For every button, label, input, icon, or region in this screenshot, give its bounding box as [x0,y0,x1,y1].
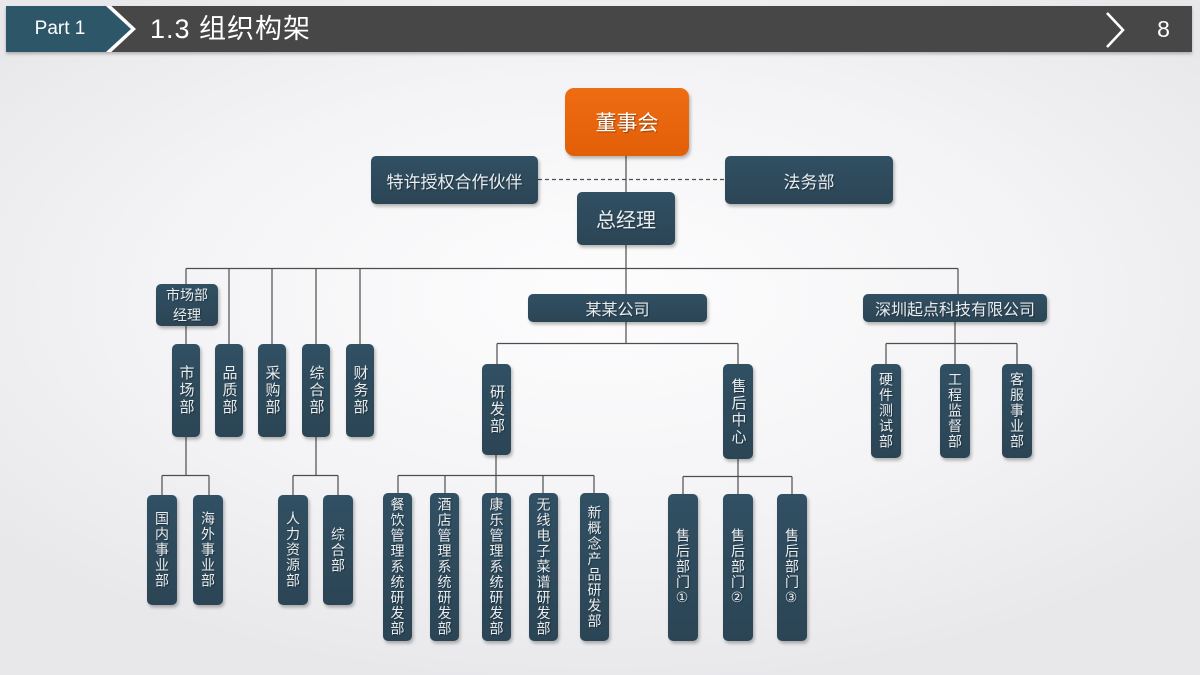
chevron-right-icon [1106,12,1125,48]
node-recreation-rnd: 康乐管理系统研发部 [482,493,511,641]
node-dept-purchasing: 采购部 [258,344,286,437]
node-board: 董事会 [565,88,689,156]
page-title: 1.3 组织构架 [150,14,312,44]
node-company: 某某公司 [528,294,707,322]
node-hardware-test: 硬件测试部 [871,364,901,458]
node-dept-general: 综合部 [302,344,330,437]
node-aftersales-3: 售后部门③ [777,494,807,641]
node-general-manager: 总经理 [577,192,675,245]
node-general-dept: 综合部 [323,495,353,605]
node-market-manager: 市场部经理 [156,284,218,326]
node-tech-company: 深圳起点科技有限公司 [863,294,1047,322]
node-wireless-menu-rnd: 无线电子菜谱研发部 [529,493,558,641]
node-rnd: 研发部 [482,364,511,455]
part-label: Part 1 [34,18,86,39]
node-dept-market: 市场部 [172,344,200,437]
node-aftersales-2: 售后部门② [723,494,753,641]
node-dept-finance: 财务部 [346,344,374,437]
node-engineering-supervision: 工程监督部 [940,364,970,458]
node-overseas-division: 海外事业部 [193,495,223,605]
node-domestic-division: 国内事业部 [147,495,177,605]
node-dept-quality: 品质部 [215,344,243,437]
node-hr-dept: 人力资源部 [278,495,308,605]
header-bar [6,6,1192,52]
node-hotel-rnd: 酒店管理系统研发部 [430,493,459,641]
node-new-concept-rnd: 新概念产品研发部 [580,493,609,641]
node-partner: 特许授权合作伙伴 [371,156,538,204]
node-aftersales-center: 售后中心 [723,364,753,459]
page-number: 8 [1157,16,1170,42]
node-aftersales-1: 售后部门① [668,494,698,641]
part-chevron [6,6,131,52]
node-catering-rnd: 餐饮管理系统研发部 [383,493,412,641]
node-customer-service: 客服事业部 [1002,364,1032,458]
node-legal: 法务部 [725,156,893,204]
